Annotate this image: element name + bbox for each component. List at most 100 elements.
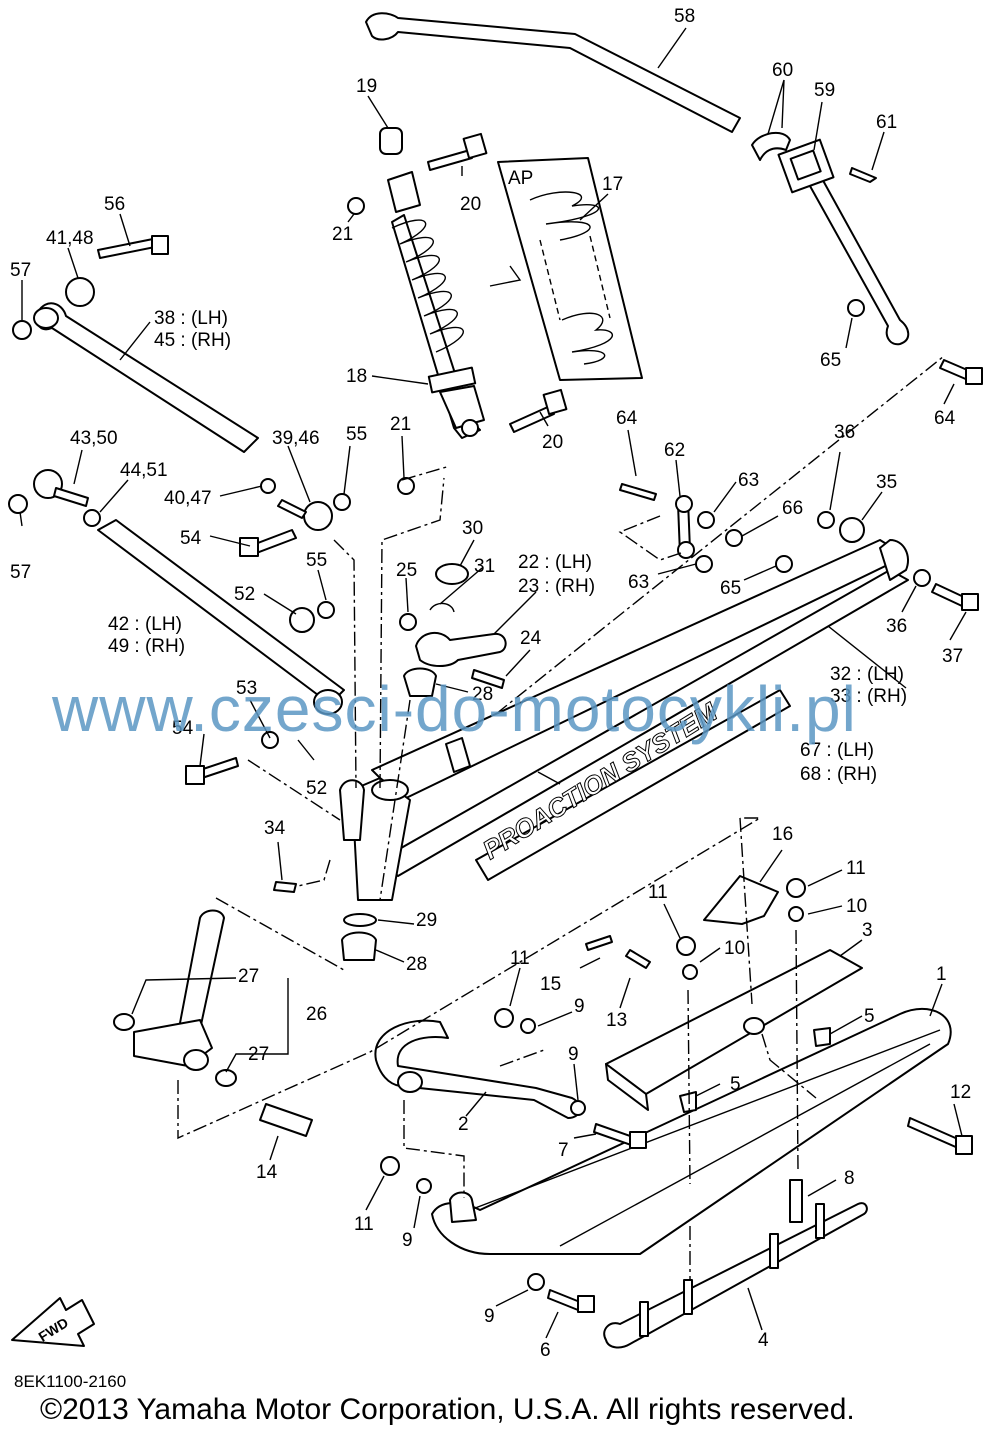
ski-hardware [380, 878, 973, 1313]
part-label: 9 [568, 1044, 579, 1065]
part-label: 52 [234, 584, 255, 605]
part-label: 52 [306, 778, 327, 799]
ski-handle [374, 1019, 581, 1119]
part-label: 42 : (LH) [108, 614, 182, 635]
part-label: 11 [846, 858, 866, 879]
part-label: 14 [256, 1162, 278, 1183]
bolt-20-upper [427, 132, 488, 171]
part-label: 11 [648, 882, 668, 903]
part-label: 32 : (LH) [830, 664, 904, 685]
ski-1 [431, 1008, 952, 1255]
grease-nipple-34 [273, 881, 297, 893]
part-label: 34 [264, 818, 286, 839]
ski-bracket-3 [605, 949, 863, 1111]
part-label: 58 [674, 6, 695, 27]
part-label: 23 : (RH) [518, 576, 595, 597]
fwd-arrow-icon: FWD [11, 1297, 95, 1347]
copyright-notice: ©2013 Yamaha Motor Corporation, U.S.A. A… [40, 1393, 855, 1426]
part-label: 49 : (RH) [108, 636, 185, 657]
part-label: 16 [772, 824, 793, 845]
part-label: 62 [664, 440, 685, 461]
shock-absorber [379, 127, 485, 439]
part-label: 41,48 [46, 228, 94, 249]
part-label: 3 [862, 920, 873, 941]
part-label: 44,51 [120, 460, 168, 481]
part-label: 19 [356, 76, 377, 97]
part-label: 5 [730, 1074, 741, 1095]
part-label: 15 [540, 974, 561, 995]
part-label: 2 [458, 1114, 469, 1135]
part-label: 61 [876, 112, 897, 133]
part-label: 39,46 [272, 428, 320, 449]
part-label: 64 [616, 408, 638, 429]
part-label: 55 [306, 550, 327, 571]
part-label: 9 [484, 1306, 495, 1327]
wear-block-16 [703, 875, 779, 925]
part-label: 37 [942, 646, 963, 667]
steering-spindle [113, 909, 313, 1137]
part-label: 18 [346, 366, 367, 387]
part-label: 9 [402, 1230, 413, 1251]
radius-rod-upper [33, 302, 259, 453]
bushing-29-28-lower [341, 913, 377, 961]
watermark: www.czesci-do-motocykli.pl [52, 673, 857, 745]
stabilizer-bracket [751, 131, 877, 194]
part-label: 56 [104, 194, 125, 215]
part-label: 59 [814, 80, 835, 101]
part-label: 21 [332, 224, 353, 245]
part-label: 30 [462, 518, 483, 539]
stabilizer-bar [365, 12, 910, 346]
part-label: 13 [606, 1010, 627, 1031]
part-label: 1 [936, 964, 947, 985]
part-label: 63 [628, 572, 649, 593]
part-label: 68 : (RH) [800, 764, 877, 785]
part-label: 36 [834, 422, 855, 443]
part-label: 36 [886, 616, 907, 637]
part-label: 53 [236, 678, 257, 699]
part-label: 67 : (LH) [800, 740, 874, 761]
part-label: 9 [574, 996, 585, 1017]
part-label: 10 [846, 896, 867, 917]
part-label: 35 [876, 472, 897, 493]
part-label: 5 [864, 1006, 875, 1027]
runner-4 [603, 1202, 868, 1349]
part-label: 64 [934, 408, 956, 429]
bushing-28-upper [403, 667, 437, 697]
part-label: 17 [602, 174, 623, 195]
part-label: 31 [474, 556, 495, 577]
part-label: 27 [248, 1044, 269, 1065]
part-label: 57 [10, 260, 31, 281]
stabilizer-link [619, 299, 983, 611]
part-label: 4 [758, 1330, 769, 1351]
part-label: 7 [558, 1140, 569, 1161]
leader-lines [19, 27, 967, 1339]
nut-21 [347, 197, 415, 495]
bolt-20-lower [509, 388, 568, 433]
part-label: 29 [416, 910, 437, 931]
part-label: 45 : (RH) [154, 330, 231, 351]
part-label: 65 [720, 578, 741, 599]
part-label: 25 [396, 560, 417, 581]
part-label: 20 [460, 194, 481, 215]
part-label: 28 [472, 684, 493, 705]
rod-ends [8, 235, 169, 527]
reference-lines [177, 355, 945, 1280]
part-label: 63 [738, 470, 759, 491]
part-label: 11 [354, 1214, 374, 1235]
part-label: 11 [510, 948, 530, 969]
part-label: 28 [406, 954, 427, 975]
diagram-code: 8EK1100-2160 [14, 1372, 127, 1391]
part-label: 33 : (RH) [830, 686, 907, 707]
part-label: 24 [520, 628, 542, 649]
radius-rod-lower [97, 519, 345, 715]
part-label: 6 [540, 1340, 551, 1361]
part-label: 55 [346, 424, 367, 445]
part-label: 21 [390, 414, 411, 435]
part-label: 54 [180, 528, 202, 549]
part-label: 26 [306, 1004, 327, 1025]
part-label: 43,50 [70, 428, 118, 449]
part-label: 20 [542, 432, 563, 453]
spring-inset-box [489, 157, 643, 381]
part-labels: 58 60 59 61 19 20 21 17 56 41,48 57 38 :… [10, 6, 971, 1361]
